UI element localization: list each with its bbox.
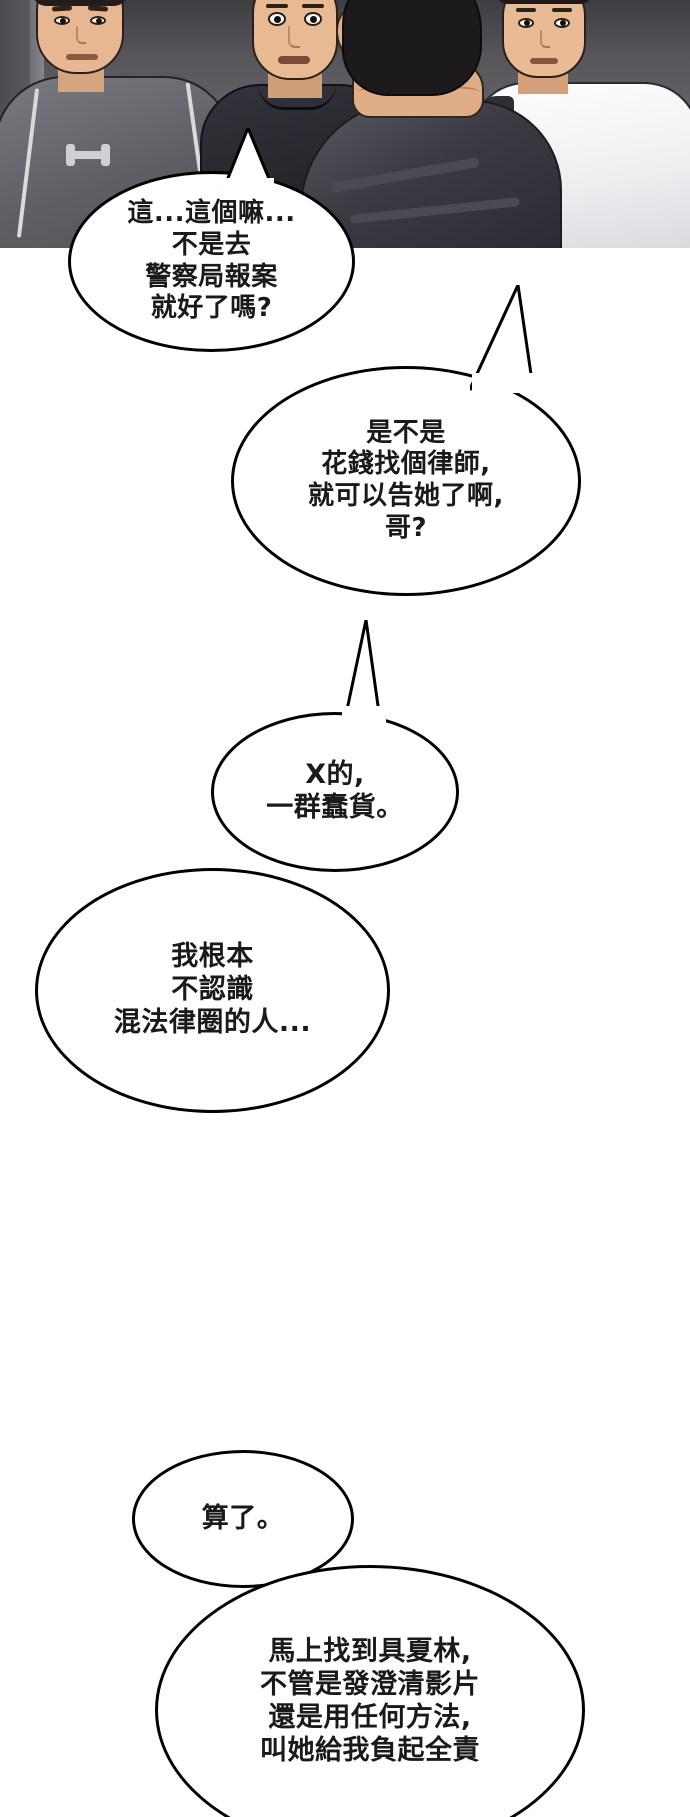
speech-bubble-1: 這...這個嘛... 不是去 警察局報案 就好了嗎? [68,171,355,352]
eyebrow-left [516,8,536,12]
shirt-collar [258,84,336,110]
nose [540,30,550,48]
speech-bubble-4: 我根本 不認識 混法律圈的人... [35,868,390,1113]
nose [288,26,300,48]
pupil-left [60,18,66,24]
speech-bubble-3: X的, 一群蠢貨。 [211,712,459,872]
speech-bubble-4-text: 我根本 不認識 混法律圈的人... [113,941,312,1038]
speech-tail-1 [221,128,275,190]
dumbbell-bar [73,151,103,159]
speech-bubble-5-text: 算了。 [201,1502,285,1534]
hair [496,0,592,4]
nose [76,26,86,44]
eyebrow-right [552,8,572,12]
eyebrow-right [302,4,324,8]
head [502,0,586,78]
speech-bubble-6-text: 馬上找到具夏林, 不管是發澄清影片 還是用任何方法, 叫她給我負起全責 [260,1636,480,1766]
pupil-right [310,16,317,23]
speech-tail-2 [470,285,536,393]
dumbbell-logo-icon [66,144,110,166]
pupil-right [560,20,566,26]
pupil-left [524,20,530,26]
mouth [278,56,310,64]
head [36,0,124,74]
eyebrow-left [266,4,288,8]
hair [32,0,128,6]
pupil-left [274,16,281,23]
back-of-head-hair [342,0,482,96]
speech-tail-3 [342,620,386,726]
mouth [66,54,98,60]
speech-bubble-3-text: X的, 一群蠢貨。 [266,759,404,823]
mouth [530,58,558,64]
speech-bubble-6: 馬上找到具夏林, 不管是發澄清影片 還是用任何方法, 叫她給我負起全責 [155,1565,585,1817]
head [252,0,338,80]
pupil-right [96,18,102,24]
speech-bubble-1-text: 這...這個嘛... 不是去 警察局報案 就好了嗎? [127,198,296,324]
speech-bubble-5: 算了。 [132,1450,354,1588]
speech-bubble-2-text: 是不是 花錢找個律師, 就可以告她了啊, 哥? [308,417,504,543]
speech-bubble-2: 是不是 花錢找個律師, 就可以告她了啊, 哥? [231,366,581,596]
